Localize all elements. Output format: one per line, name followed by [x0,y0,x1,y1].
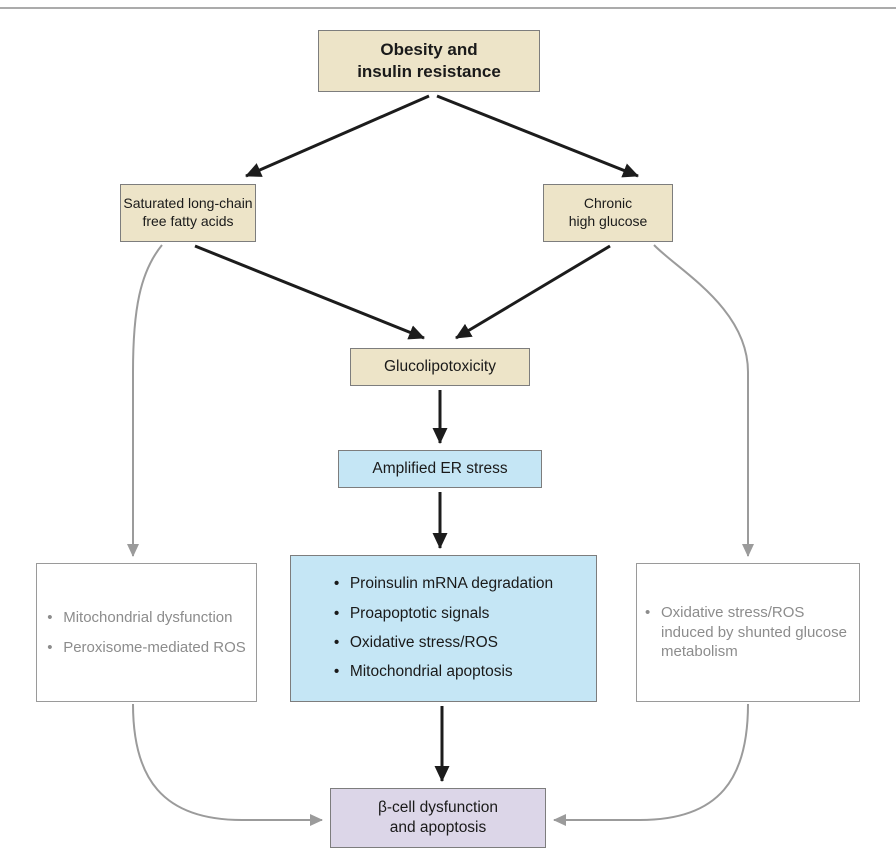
arrow-ffa-to-mito [127,244,163,557]
box-saturated-free-fatty-acids-label: Saturated long-chain free fatty acids [123,195,253,229]
list-item: Proinsulin mRNA degradation [334,574,553,595]
arrow-mito-to-outcome [132,703,323,826]
arrow-oxid-to-outcome [553,703,749,826]
box-beta-cell-dysfunction-apoptosis: β-cell dysfunction and apoptosis [330,788,546,848]
box-amplified-er-stress: Amplified ER stress [338,450,542,488]
box-mitochondrial-dysfunction: Mitochondrial dysfunction Peroxisome-med… [36,563,257,702]
box-obesity-insulin-resistance: Obesity and insulin resistance [318,30,540,92]
box-chronic-high-glucose-label: Chronic high glucose [568,195,648,229]
list-item: Oxidative stress/ROS [334,633,553,654]
list-item: Peroxisome-mediated ROS [47,638,246,658]
er-stress-effects-list: Proinsulin mRNA degradation Proapoptotic… [328,565,559,692]
list-item: Mitochondrial dysfunction [47,608,246,628]
box-obesity-insulin-resistance-label: Obesity and insulin resistance [357,40,501,81]
box-beta-cell-dysfunction-apoptosis-label: β-cell dysfunction and apoptosis [377,799,499,836]
top-rule [0,7,896,9]
arrow-glucose-to-oxid [653,244,754,557]
list-item: Mitochondrial apoptosis [334,662,553,683]
oxidative-stress-list: Oxidative stress/ROS induced by shunted … [637,603,859,662]
box-chronic-high-glucose: Chronic high glucose [543,184,673,242]
arrow-glucose-to-glucolipotoxicity [455,244,611,340]
box-oxidative-stress-shunted-glucose: Oxidative stress/ROS induced by shunted … [636,563,860,702]
box-glucolipotoxicity: Glucolipotoxicity [350,348,530,386]
arrow-obesity-to-glucose [436,94,639,178]
mitochondrial-dysfunction-list: Mitochondrial dysfunction Peroxisome-med… [39,598,254,668]
list-item: Oxidative stress/ROS induced by shunted … [645,603,851,662]
arrow-obesity-to-ffa [245,94,430,178]
list-item: Proapoptotic signals [334,604,553,625]
box-amplified-er-stress-label: Amplified ER stress [372,460,508,478]
box-er-stress-effects: Proinsulin mRNA degradation Proapoptotic… [290,555,597,702]
box-glucolipotoxicity-label: Glucolipotoxicity [384,358,496,376]
arrow-ffa-to-glucolipotoxicity [194,244,425,340]
box-saturated-free-fatty-acids: Saturated long-chain free fatty acids [120,184,256,242]
